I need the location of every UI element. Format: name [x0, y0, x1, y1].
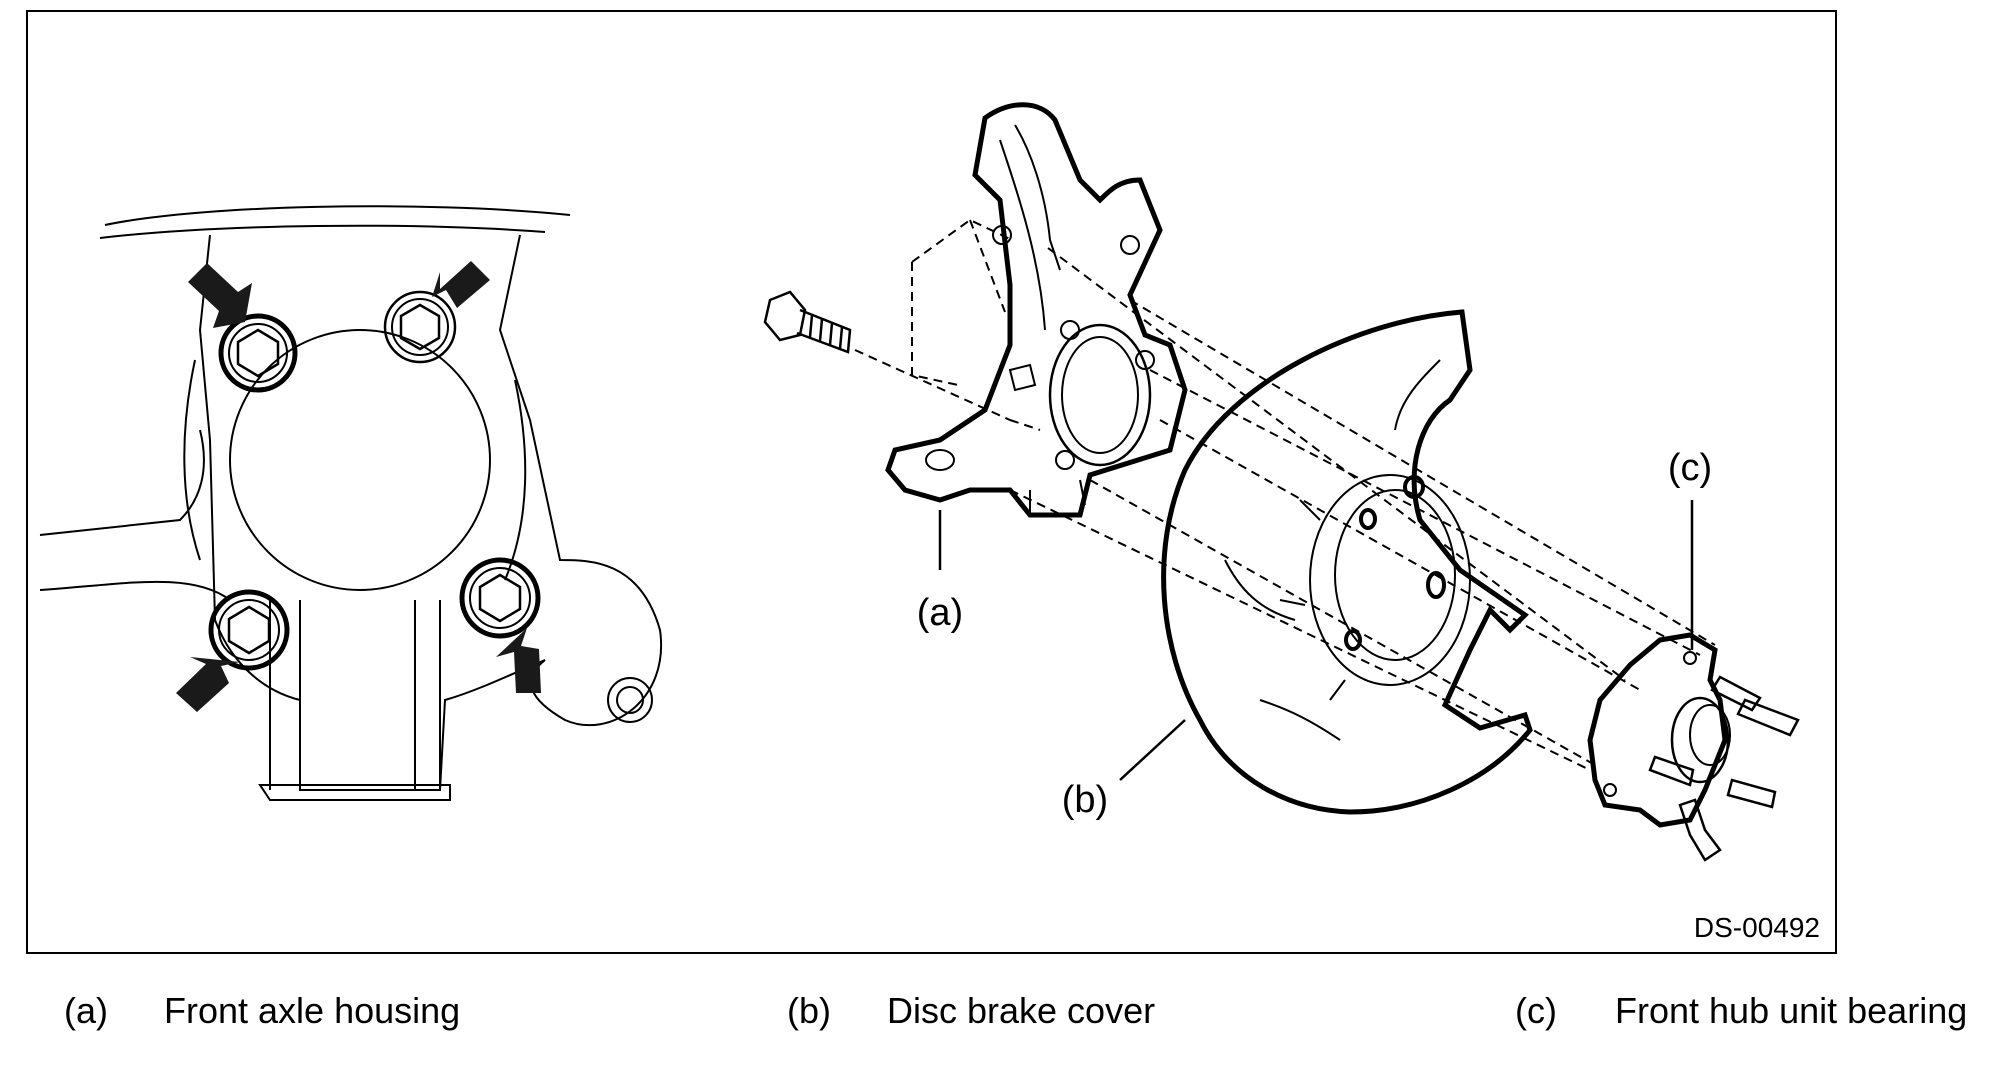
flange-bolt	[763, 290, 852, 354]
legend-key: (b)	[787, 990, 831, 1031]
bolt-lower-left	[208, 589, 290, 671]
disc-brake-cover-part	[1161, 309, 1533, 815]
bolt-upper-right	[383, 290, 457, 364]
legend-item-c: (c) Front hub unit bearing	[1515, 990, 1967, 1032]
legend-text: Disc brake cover	[887, 990, 1156, 1031]
legend-text: Front hub unit bearing	[1615, 990, 1968, 1031]
figure-frame	[26, 10, 1837, 954]
figure-id: DS-00492	[1693, 912, 1820, 943]
bolt-upper-left	[218, 313, 298, 393]
legend-item-a: (a) Front axle housing	[64, 990, 460, 1032]
legend-text: Front axle housing	[164, 990, 461, 1031]
callout-a: (a)	[917, 592, 963, 634]
front-hub-unit-bearing-part	[1587, 632, 1800, 862]
front-axle-housing-part	[885, 102, 1188, 518]
arrow-icon	[496, 628, 541, 693]
callout-c: (c)	[1668, 447, 1712, 489]
axle-housing-detail	[39, 205, 663, 801]
arrow-icon	[188, 263, 252, 328]
callout-leaders	[938, 500, 1694, 781]
legend-key: (a)	[64, 990, 108, 1031]
legend-item-b: (b) Disc brake cover	[787, 990, 1155, 1032]
callout-b: (b)	[1062, 779, 1108, 821]
legend: (a) Front axle housing (b) Disc brake cove…	[0, 990, 1994, 1040]
pointer-arrows	[176, 261, 541, 712]
bolt-lower-right	[459, 557, 541, 639]
arrow-icon	[432, 261, 490, 308]
arrow-icon	[176, 657, 240, 712]
legend-key: (c)	[1515, 990, 1557, 1031]
alignment-lines	[854, 218, 1716, 771]
